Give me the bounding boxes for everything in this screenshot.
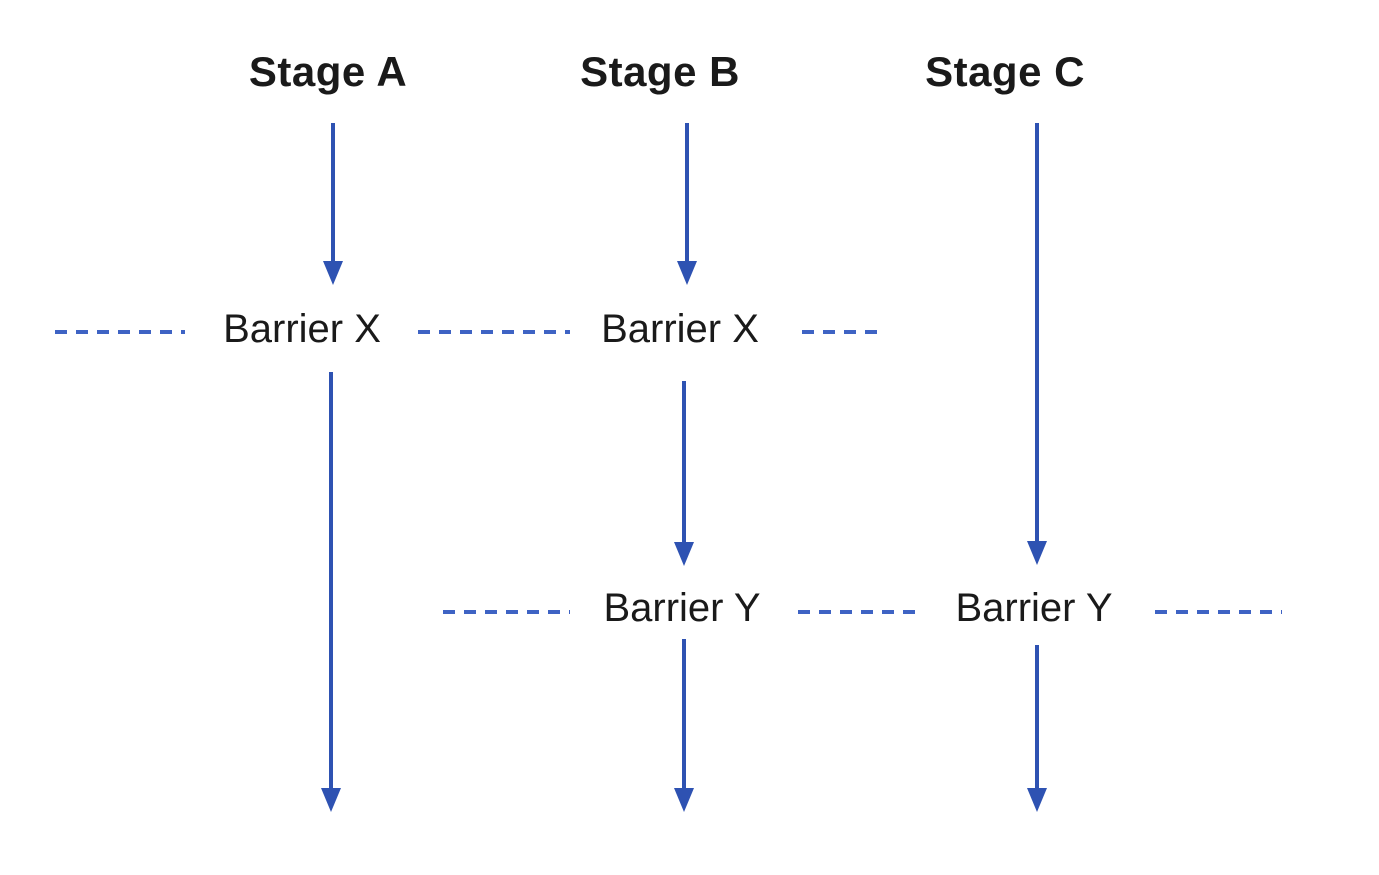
arrow-down-icon: [677, 261, 697, 285]
arrow-down-icon: [1027, 541, 1047, 565]
stage-a-arrow-segment-2: [321, 372, 341, 812]
stage-b-arrow-segment-3: [674, 639, 694, 812]
barrier-x-label-2: Barrier X: [601, 307, 759, 351]
stage-a-title: Stage A: [248, 48, 408, 95]
arrow-down-icon: [1027, 788, 1047, 812]
arrow-down-icon: [323, 261, 343, 285]
stage-b-arrow-segment-1: [677, 123, 697, 285]
barrier-y-label-1: Barrier Y: [603, 586, 761, 630]
stage-c-title: Stage C: [925, 48, 1085, 95]
barrier-y-label-2: Barrier Y: [955, 586, 1113, 630]
arrow-down-icon: [674, 788, 694, 812]
stage-b-title: Stage B: [580, 48, 740, 95]
barrier-x-label-1: Barrier X: [223, 307, 381, 351]
stage-c-arrow-segment-2: [1027, 645, 1047, 812]
arrow-down-icon: [674, 542, 694, 566]
arrow-down-icon: [321, 788, 341, 812]
stage-c-arrow-segment-1: [1027, 123, 1047, 565]
stage-b-arrow-segment-2: [674, 381, 694, 566]
stage-a-arrow-segment-1: [323, 123, 343, 285]
